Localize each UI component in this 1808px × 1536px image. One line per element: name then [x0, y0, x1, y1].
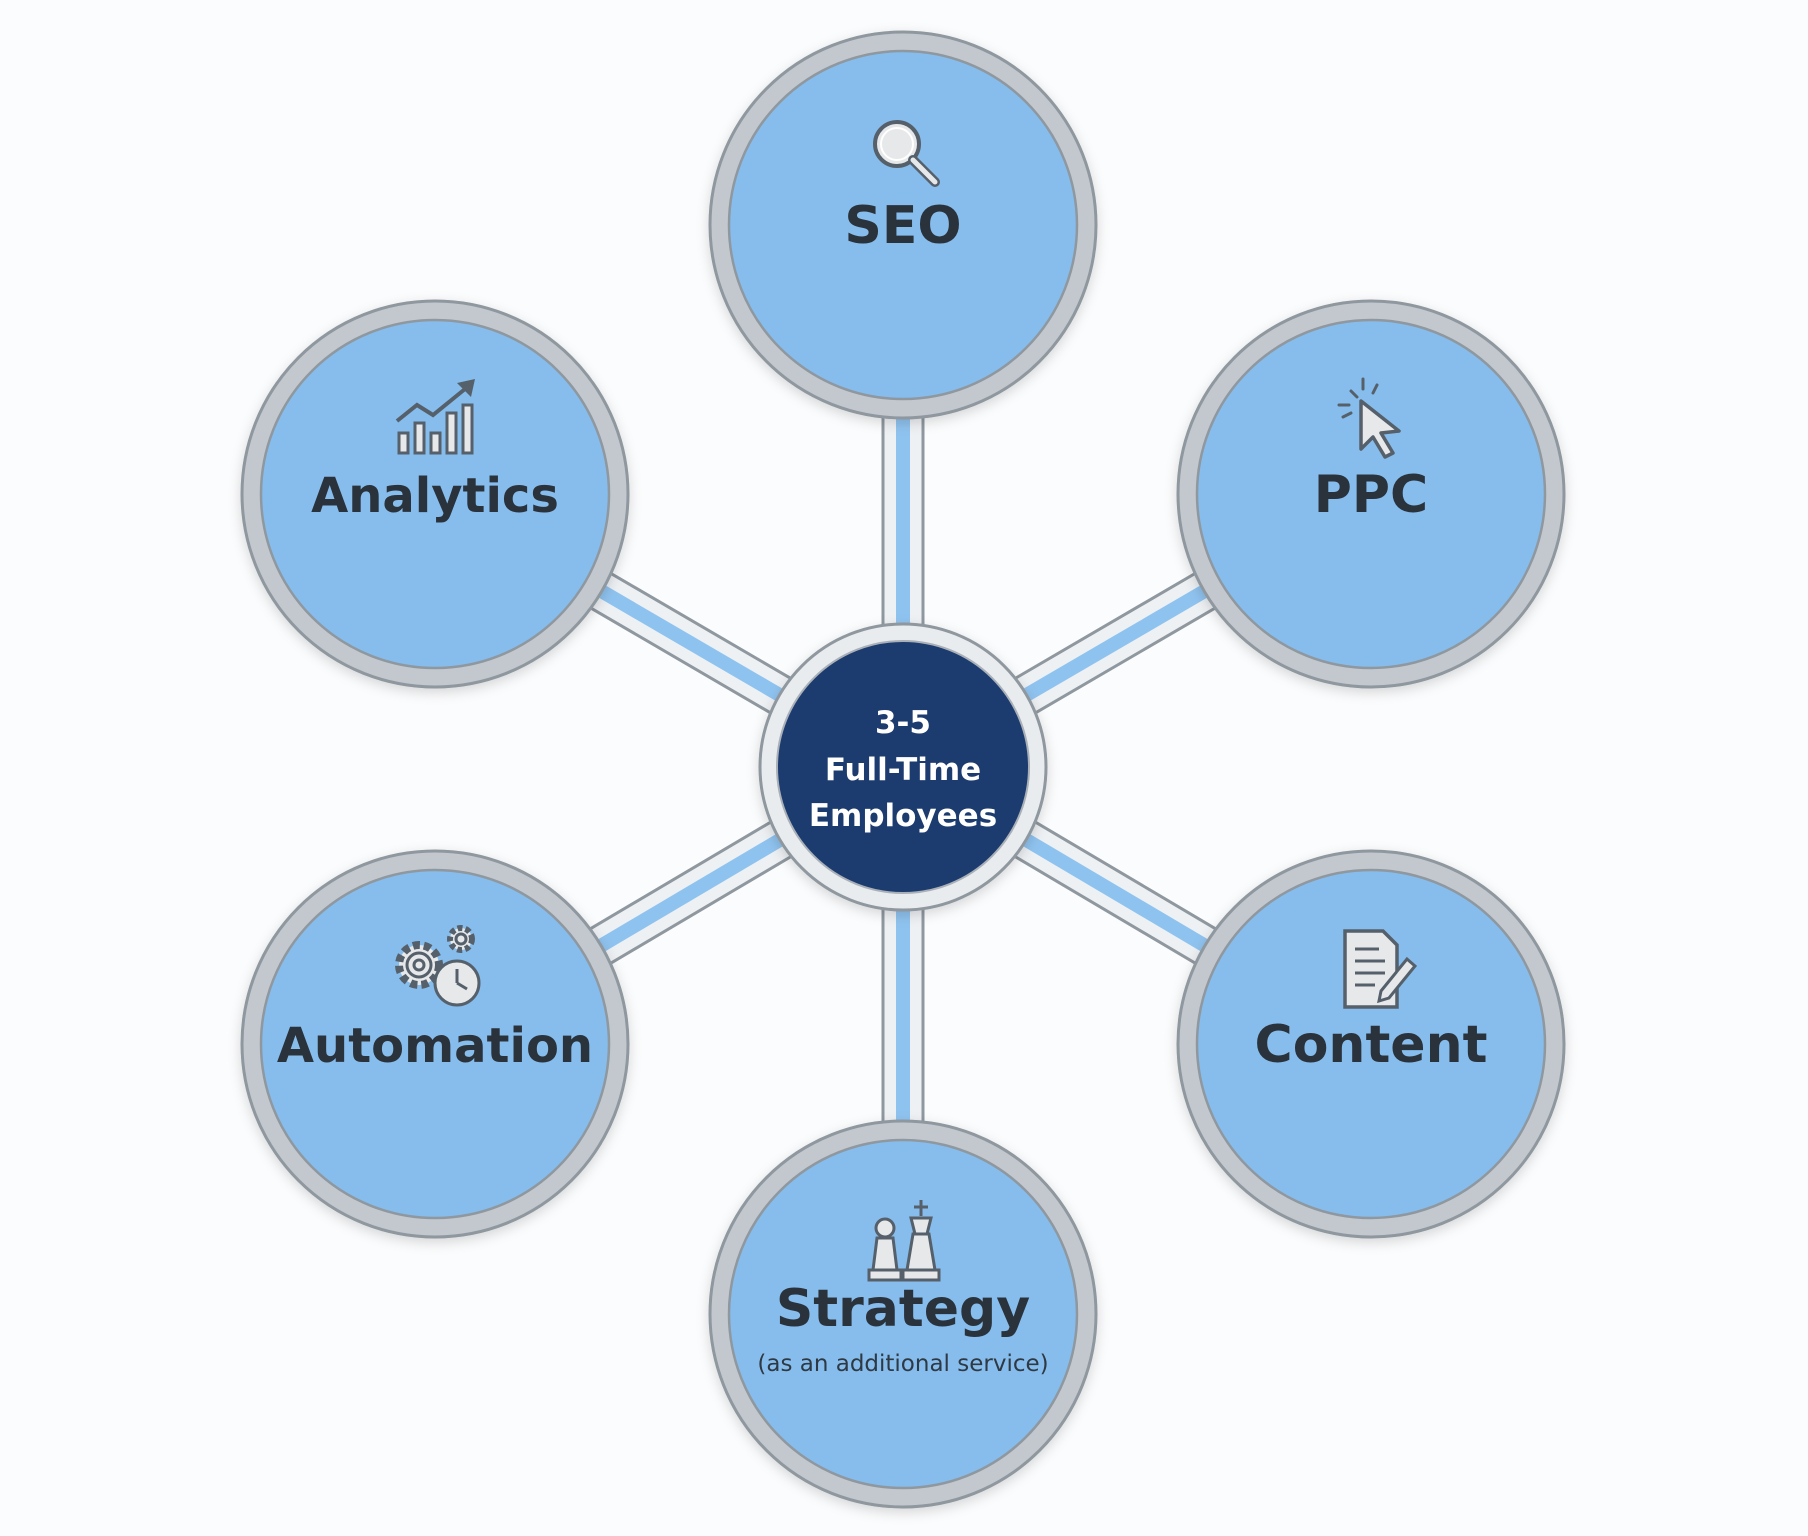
bar-chart-trend-icon [395, 379, 475, 455]
node-label-analytics: Analytics [311, 468, 559, 524]
node-content: Content [1176, 849, 1566, 1239]
node-label-automation: Automation [277, 1018, 593, 1074]
node-label-ppc: PPC [1314, 465, 1428, 525]
node-automation: Automation [240, 849, 630, 1239]
magnifier-icon [873, 120, 940, 187]
node-label-content: Content [1255, 1015, 1488, 1075]
center-line-2: Full-Time [825, 752, 981, 788]
node-seo: SEO [708, 30, 1098, 420]
node-strategy: Strategy (as an additional service) [708, 1119, 1098, 1509]
center-line-1: 3-5 [875, 705, 931, 741]
node-label-strategy: Strategy [776, 1279, 1030, 1339]
center-hub: 3-5 Full-Time Employees [758, 622, 1048, 912]
node-ppc: PPC [1176, 299, 1566, 689]
cursor-click-icon [1337, 377, 1401, 459]
center-line-3: Employees [809, 798, 997, 834]
document-pen-icon [1343, 929, 1418, 1009]
chess-pieces-icon [867, 1200, 941, 1282]
gears-clock-icon [395, 925, 481, 1007]
node-sublabel-strategy: (as an additional service) [757, 1351, 1048, 1377]
node-analytics: Analytics [240, 299, 630, 689]
node-label-seo: SEO [844, 196, 961, 256]
